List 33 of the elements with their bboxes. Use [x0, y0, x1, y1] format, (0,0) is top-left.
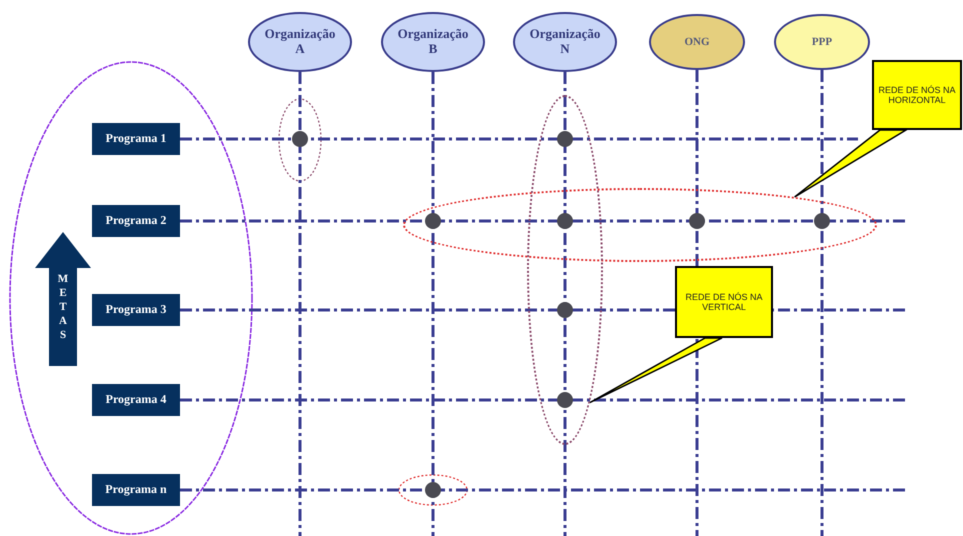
node-label: Programa 3	[106, 303, 166, 317]
node-label: PPP	[812, 36, 832, 48]
grid-line	[180, 220, 905, 222]
node-label: ONG	[684, 36, 710, 48]
grid-line	[564, 72, 566, 536]
grid-line	[820, 70, 824, 536]
callout-box	[872, 60, 962, 130]
program-box	[92, 474, 180, 506]
node-label: Organização B	[396, 27, 470, 57]
grid-line	[180, 398, 905, 402]
grid-line	[180, 138, 858, 140]
node-label: Programa 1	[106, 132, 166, 146]
callout-text: REDE DE NÓS NA HORIZONTAL	[877, 84, 956, 106]
node-label: Organização A	[264, 27, 336, 57]
arrow-label: METAS	[56, 272, 70, 342]
program-box	[92, 205, 180, 237]
node-label: Programa n	[105, 483, 167, 497]
callout-box	[675, 266, 773, 338]
program-box	[92, 123, 180, 155]
node-label: Programa 2	[106, 214, 166, 228]
program-box	[92, 294, 180, 326]
leader-line	[794, 129, 909, 198]
leader-line	[589, 337, 723, 404]
node-label: Organização N	[528, 27, 602, 57]
callout-text: REDE DE NÓS NA VERTICAL	[684, 292, 764, 312]
grid-line	[298, 72, 302, 536]
node-label: Programa 4	[106, 393, 166, 407]
dotted-ellipse	[527, 95, 603, 445]
program-box	[92, 384, 180, 416]
up-arrow	[35, 232, 91, 366]
grid-line	[432, 72, 434, 536]
grid-line	[180, 488, 905, 492]
dotted-ellipse	[403, 188, 877, 262]
